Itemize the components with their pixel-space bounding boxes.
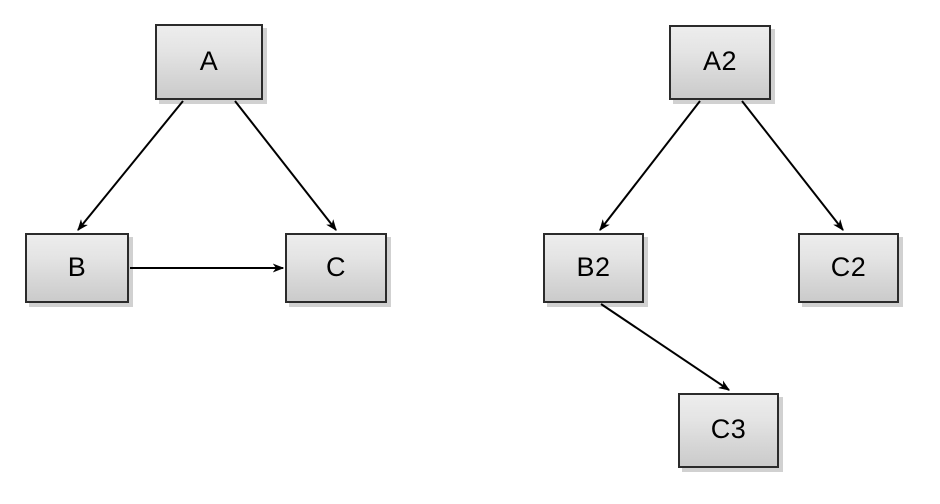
node-label-b: B [67, 251, 87, 282]
node-a[interactable]: A [155, 24, 263, 100]
node-label-c: C [326, 251, 346, 282]
edge-a-to-b [77, 100, 184, 230]
node-label-a2: A2 [702, 46, 738, 76]
edge-a2-to-b2 [599, 100, 701, 230]
node-b[interactable]: B [25, 233, 129, 303]
node-label-b2: B2 [576, 251, 611, 282]
edge-a2-to-c2 [741, 100, 844, 230]
node-label-a: A [199, 45, 219, 76]
node-c3[interactable]: C3 [678, 393, 779, 468]
edge-b2-to-c3 [600, 303, 729, 391]
node-c[interactable]: C [285, 233, 387, 303]
node-label-c3: C3 [710, 414, 747, 444]
node-b2[interactable]: B2 [543, 233, 644, 303]
node-a2[interactable]: A2 [669, 25, 771, 100]
node-label-c2: C2 [830, 251, 867, 282]
node-c2[interactable]: C2 [798, 233, 899, 303]
edge-a-to-c [234, 100, 337, 230]
